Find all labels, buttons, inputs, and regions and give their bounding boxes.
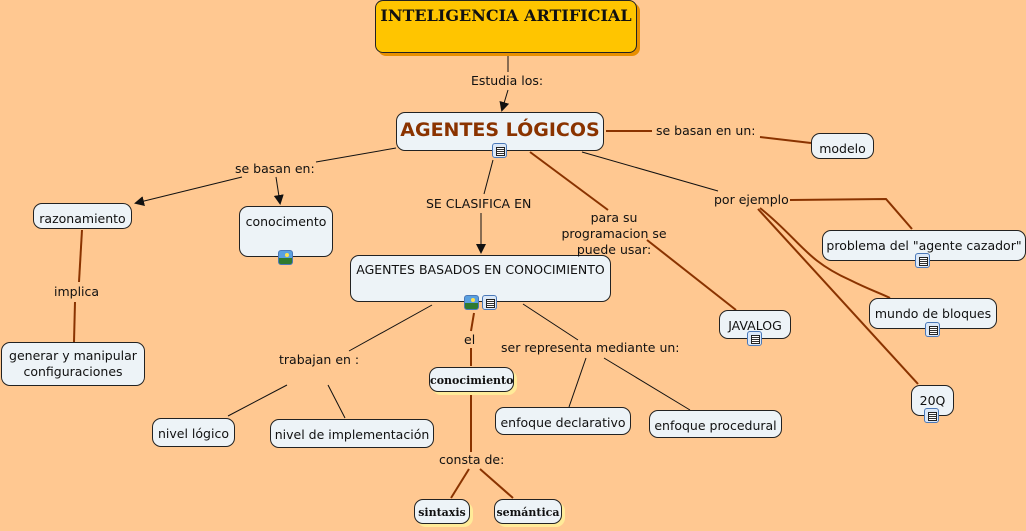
concept-label: 20Q <box>919 393 946 408</box>
link-label-trabajan: trabajan en : <box>279 352 360 367</box>
concept-label: nivel lógico <box>158 426 229 441</box>
concept-label: AGENTES BASADOS EN CONOCIMIENTO <box>356 262 605 277</box>
concept-nivel-logico[interactable]: nivel lógico <box>152 418 235 447</box>
concept-generar-configuraciones[interactable]: generar y manipular configuraciones <box>1 342 145 386</box>
link-trabajan-nivel-logico <box>227 384 288 417</box>
concept-label: razonamiento <box>39 211 126 226</box>
concept-label: enfoque procedural <box>654 418 777 433</box>
concept-label: enfoque declarativo <box>500 415 626 430</box>
link-programacion-javalog <box>646 239 737 311</box>
document-icon[interactable] <box>925 322 940 337</box>
link-estudia-main <box>499 89 510 112</box>
concept-enfoque-declarativo[interactable]: enfoque declarativo <box>495 407 631 435</box>
concept-conocimiento[interactable]: conocimiento <box>429 367 514 392</box>
link-label-basan-un: se basan en un: <box>656 123 756 138</box>
link-agentes-representa <box>522 303 579 341</box>
link-implica-generar <box>73 301 76 343</box>
concept-modelo[interactable]: modelo <box>811 133 874 159</box>
link-label-el: el <box>464 332 476 347</box>
document-icon[interactable] <box>915 253 930 268</box>
link-basan-razonamiento <box>134 176 243 206</box>
document-icon[interactable] <box>482 295 497 310</box>
link-ejemplo-20q <box>757 208 919 385</box>
link-label-clasifica: SE CLASIFICA EN <box>426 196 532 211</box>
link-consta-sintaxis <box>450 468 470 499</box>
link-representa-declarativo <box>568 357 587 408</box>
concept-label: semántica <box>496 506 560 519</box>
document-icon[interactable] <box>924 408 939 423</box>
concept-label: sintaxis <box>418 506 466 519</box>
concept-label: conocimento <box>245 214 327 229</box>
concept-razonamiento[interactable]: razonamiento <box>33 203 132 229</box>
concept-label: JAVALOG <box>728 318 782 333</box>
concept-agentes-basados-conocimiento[interactable]: AGENTES BASADOS EN CONOCIMIENTO <box>350 255 611 302</box>
concept-label: conocimiento <box>430 374 514 387</box>
concept-label: modelo <box>819 141 866 156</box>
link-agentes-el <box>470 312 475 332</box>
link-main-basan <box>315 147 397 163</box>
concept-label: mundo de bloques <box>874 306 992 321</box>
concept-label: generar y manipular configuraciones <box>9 348 137 379</box>
concept-inteligencia-artificial[interactable]: INTELIGENCIA ARTIFICIAL <box>375 0 637 53</box>
concept-nivel-implementacion[interactable]: nivel de implementación <box>270 419 434 448</box>
link-main-ejemplo <box>581 151 719 192</box>
link-label-ejemplo: por ejemplo <box>714 192 789 207</box>
link-ejemplo-cazador <box>789 197 913 230</box>
document-icon[interactable] <box>747 331 762 346</box>
link-main-programacion <box>529 151 609 211</box>
main-label: AGENTES LÓGICOS <box>400 119 600 141</box>
concept-enfoque-procedural[interactable]: enfoque procedural <box>649 410 782 438</box>
concept-sintaxis[interactable]: sintaxis <box>414 499 470 524</box>
link-basan-conocimento <box>273 176 284 205</box>
root-label: INTELIGENCIA ARTIFICIAL <box>380 6 632 25</box>
link-representa-procedural <box>603 357 691 411</box>
image-icon[interactable] <box>464 295 479 310</box>
concept-label: nivel de implementación <box>274 427 430 442</box>
link-razonamiento-implica <box>78 229 83 283</box>
link-label-representa: ser representa mediante un: <box>501 340 680 355</box>
link-basan-un-modelo <box>759 136 812 144</box>
link-main-clasifica <box>483 159 494 195</box>
link-trabajan-nivel-impl <box>327 384 346 419</box>
concept-agentes-logicos[interactable]: AGENTES LÓGICOS <box>396 112 604 151</box>
link-label-estudia: Estudia los: <box>471 73 544 88</box>
concept-semantica[interactable]: semántica <box>494 499 562 524</box>
link-label-programacion: para su programacion se puede usar: <box>561 210 667 257</box>
link-label-consta: consta de: <box>439 452 505 467</box>
link-agentes-trabajan <box>348 304 433 352</box>
document-icon[interactable] <box>492 143 507 158</box>
concept-label: problema del "agente cazador" <box>826 238 1022 253</box>
link-label-basan: se basan en: <box>235 161 315 176</box>
image-icon[interactable] <box>278 250 293 265</box>
concept-javalog[interactable]: JAVALOG <box>719 310 791 339</box>
link-ejemplo-bloques <box>759 207 891 299</box>
link-consta-semantica <box>479 468 514 499</box>
link-label-implica: implica <box>54 284 100 299</box>
